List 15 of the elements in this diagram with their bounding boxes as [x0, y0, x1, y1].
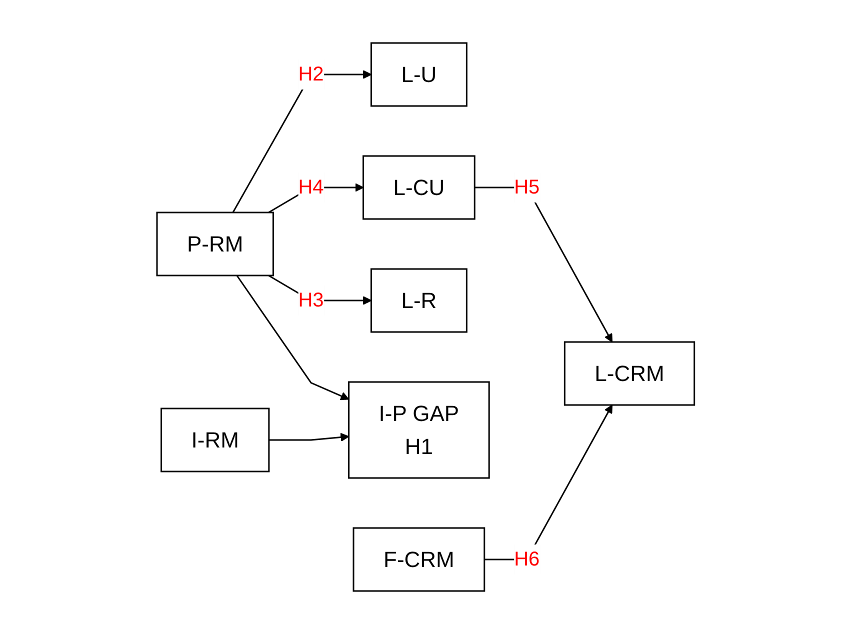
node-box: L-R: [370, 268, 468, 333]
node-box: L-U: [370, 42, 468, 107]
node-box: I-RM: [160, 408, 270, 472]
edge-label: H3: [298, 290, 324, 312]
node-box: I-P GAP H1: [348, 381, 490, 479]
edge-label: H4: [298, 176, 324, 198]
node-box: L-CU: [362, 155, 476, 220]
edge-label: H6: [514, 548, 540, 570]
node-box: L-CRM: [564, 341, 696, 406]
arrow: [236, 275, 350, 400]
node-box: P-RM: [156, 212, 274, 276]
arrow: [269, 432, 350, 442]
node-box: F-CRM: [353, 527, 486, 592]
edge-label: H5: [514, 176, 540, 198]
edge-label: H2: [298, 64, 324, 86]
